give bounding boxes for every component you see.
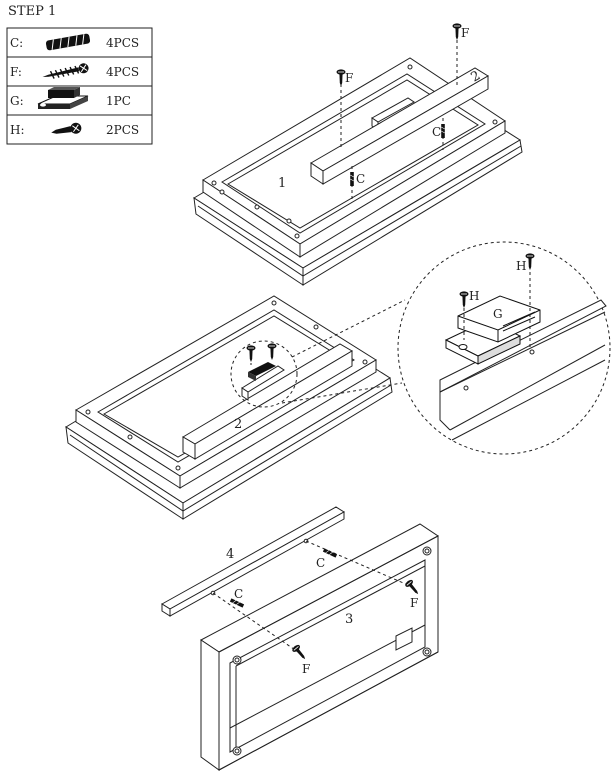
parts-table: [6, 27, 153, 145]
zoom-circle-small: [230, 340, 298, 408]
parts-row-h: H: 2PCS: [10, 122, 139, 137]
dowel-icon: [45, 33, 91, 51]
callout-c-2: C: [356, 172, 365, 186]
bottom-fasteners: [212, 540, 423, 663]
zoom-line: [281, 382, 403, 404]
frame-3-label: 3: [345, 612, 353, 627]
callout-h-1: H: [469, 289, 479, 303]
callout-h-2: H: [516, 259, 526, 273]
callout-f-3: F: [410, 596, 418, 610]
short-screw-icon: [51, 122, 82, 134]
part-qty: 2PCS: [106, 123, 139, 137]
detail-circle: [397, 241, 611, 455]
parts-row-f: F: 4PCS: [10, 63, 139, 79]
panel-2-assembly: [65, 295, 393, 520]
parts-row-c: C: 4PCS: [10, 33, 139, 51]
part-code: G:: [10, 94, 24, 108]
part-qty: 1PC: [106, 94, 131, 108]
magnet-small: [246, 342, 277, 381]
magnetic-catch-detail: [444, 295, 541, 365]
callout-c-3: C: [316, 556, 325, 570]
panel-1-label: 1: [278, 176, 286, 191]
callout-g: G: [493, 307, 503, 321]
callout-c-1: C: [432, 125, 441, 139]
part-code: F:: [10, 65, 22, 79]
callout-f-1: F: [345, 71, 353, 85]
parts-row-g: G: 1PC: [10, 87, 131, 109]
step-title: STEP 1: [8, 4, 56, 19]
magnetic-catch-icon: [37, 87, 89, 109]
panel-1-fasteners: [336, 22, 462, 200]
part-qty: 4PCS: [106, 65, 139, 79]
callout-f-4: F: [302, 662, 310, 676]
part-qty: 4PCS: [106, 36, 139, 50]
panel-2-rail-label: 2: [234, 417, 242, 432]
rail-4: [161, 506, 345, 617]
part-code: C:: [10, 36, 23, 50]
part-code: H:: [10, 123, 25, 137]
callout-c-4: C: [234, 587, 243, 601]
callout-f-2: F: [461, 26, 469, 40]
rail-4-label: 4: [226, 547, 234, 562]
panel-1-assembly: [193, 57, 523, 286]
frame-3: [200, 523, 439, 771]
screw-icon: [42, 63, 89, 79]
